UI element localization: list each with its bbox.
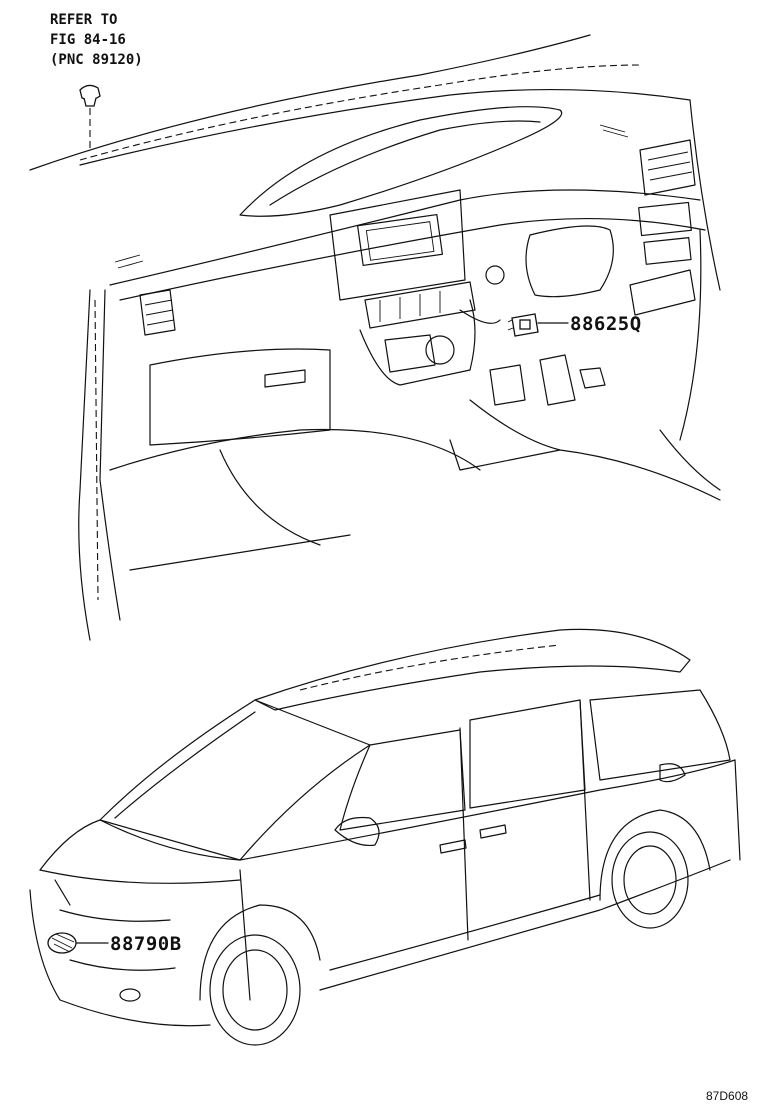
- callout-88790B: 88790B: [110, 933, 182, 955]
- dashboard-illustration: [29, 34, 721, 641]
- dash-switch-part: [507, 313, 569, 337]
- refer-note: REFER TO FIG 84-16 (PNC 89120): [50, 12, 143, 68]
- vehicle-illustration: [29, 628, 741, 1046]
- front-sensor-part: [47, 932, 109, 954]
- refer-note-line2: FIG 84-16: [50, 32, 126, 48]
- illustration-code: 87D608: [706, 1089, 748, 1103]
- refer-note-line3: (PNC 89120): [50, 52, 143, 68]
- refer-note-line1: REFER TO: [50, 12, 117, 28]
- clip-part-icon: [79, 84, 101, 150]
- callout-88625Q: 88625Q: [570, 313, 642, 335]
